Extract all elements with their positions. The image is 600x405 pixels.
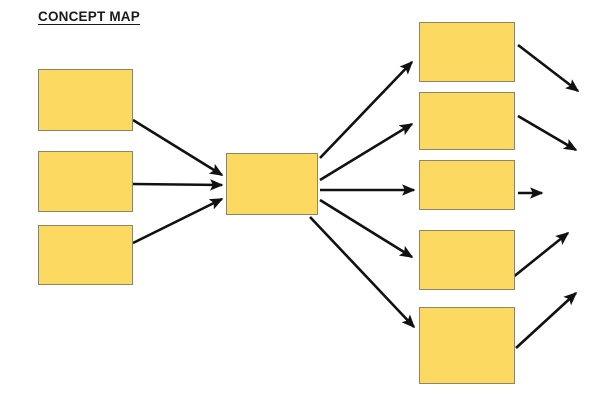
concept-node-input-3[interactable] xyxy=(38,225,133,285)
arrow-edge-out-2 xyxy=(319,122,414,182)
arrow-edge-in-3 xyxy=(132,197,224,245)
arrow-edge-in-1 xyxy=(132,118,224,177)
concept-node-output-3[interactable] xyxy=(419,160,515,210)
concept-node-output-4[interactable] xyxy=(419,230,515,290)
concept-node-output-2[interactable] xyxy=(419,92,515,150)
arrow-edge-tail-4 xyxy=(511,231,570,280)
arrow-edge-out-5 xyxy=(309,216,416,329)
arrow-edge-tail-1 xyxy=(517,43,580,93)
arrow-edge-tail-5 xyxy=(515,291,578,349)
arrow-edge-out-4 xyxy=(319,198,414,259)
arrow-edge-out-1 xyxy=(319,60,414,159)
page-title: CONCEPT MAP xyxy=(38,9,140,24)
concept-node-input-1[interactable] xyxy=(38,69,133,131)
concept-node-input-2[interactable] xyxy=(38,151,133,212)
concept-node-output-5[interactable] xyxy=(419,307,515,384)
concept-node-center-1[interactable] xyxy=(226,153,318,215)
arrow-edge-tail-2 xyxy=(517,114,578,152)
concept-node-output-1[interactable] xyxy=(419,22,515,82)
arrow-edge-in-2 xyxy=(132,179,224,191)
